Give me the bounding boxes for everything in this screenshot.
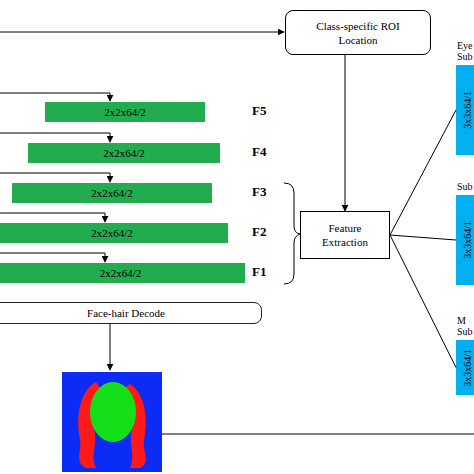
feature-layer: 2x2x64/2 <box>45 102 205 122</box>
skip-arrow <box>0 213 105 222</box>
feature-layer: 2x2x64/2 <box>0 223 228 243</box>
node-heading: Eye Sub <box>457 40 474 62</box>
feature-layer: 2x2x64/2 <box>0 263 245 283</box>
subnet-layer: Sub3x3x64/1 <box>456 195 474 285</box>
node-text: 2x2x64/2 <box>91 187 133 199</box>
connector <box>390 235 456 368</box>
group-bracket <box>284 183 300 284</box>
skip-arrow <box>0 173 110 182</box>
layer-label: F1 <box>252 264 266 280</box>
input-arrow <box>0 32 284 33</box>
output-line <box>162 434 474 435</box>
feature-layer: 2x2x64/2 <box>12 183 212 203</box>
skip-arrow <box>0 253 105 262</box>
layer-label: F3 <box>252 184 266 200</box>
decode-arrow <box>110 324 111 370</box>
node-text: Face-hair Decode <box>87 307 165 319</box>
segmentation-image <box>62 372 162 472</box>
decoder-box: Face-hair Decode <box>0 302 262 324</box>
node-text: 2x2x64/2 <box>91 227 133 239</box>
skip-arrow <box>0 133 110 142</box>
subnet-layer: Eye Sub3x3x64/1 <box>456 65 474 155</box>
feature-layer: 2x2x64/2 <box>28 143 220 163</box>
node-text: 2x2x64/2 <box>103 147 145 159</box>
node-text: 2x2x64/2 <box>104 106 146 118</box>
connector <box>390 235 456 240</box>
node-text: Class-specific ROI Location <box>300 19 416 47</box>
process-box: Class-specific ROI Location <box>285 10 431 55</box>
node-text: 2x2x64/2 <box>100 267 142 279</box>
node-text: 3x3x64/1 <box>462 221 473 259</box>
node-text: 3x3x64/1 <box>462 91 473 129</box>
skip-arrow <box>0 93 110 101</box>
layer-label: F4 <box>252 144 266 160</box>
layer-label: F5 <box>252 103 266 119</box>
connector <box>345 55 346 211</box>
node-heading: M Sub <box>457 315 474 337</box>
layer-label: F2 <box>252 224 266 240</box>
connector <box>390 110 456 235</box>
node-heading: Sub <box>457 181 474 192</box>
subnet-layer: M Sub3x3x64/1 <box>456 340 474 395</box>
node-text: Feature Extraction <box>313 221 377 249</box>
process-box: Feature Extraction <box>300 211 390 259</box>
node-text: 3x3x64/1 <box>462 349 473 387</box>
